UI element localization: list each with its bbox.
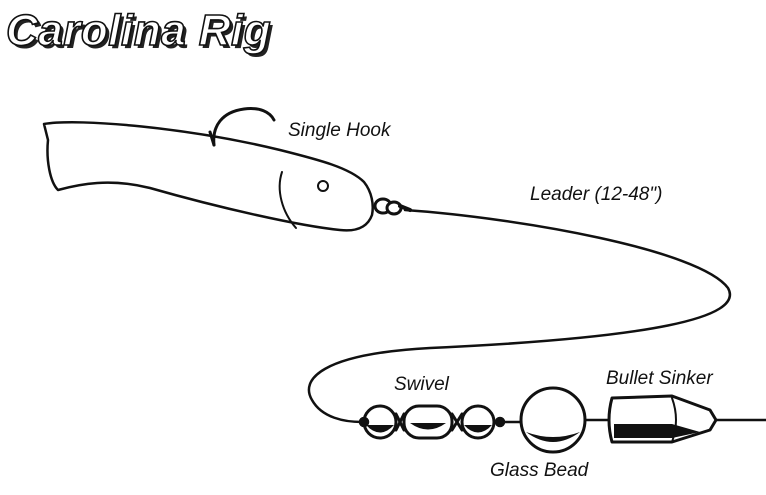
soft-plastic-bait bbox=[42, 121, 374, 232]
swivel-body bbox=[402, 404, 454, 440]
diagram-title: Carolina Rig bbox=[5, 5, 272, 56]
bait-head-outline bbox=[278, 171, 297, 229]
swivel-knot-left bbox=[358, 416, 370, 428]
hook-barb bbox=[208, 130, 216, 147]
swivel-ring-left-shade bbox=[366, 425, 394, 433]
bait-eye bbox=[317, 180, 329, 192]
label-swivel: Swivel bbox=[394, 374, 449, 395]
leader-line bbox=[307, 208, 732, 424]
bullet-sinker-shade bbox=[614, 424, 700, 438]
swivel-twist-left bbox=[394, 412, 406, 432]
single-hook bbox=[212, 107, 276, 147]
label-glass-bead: Glass Bead bbox=[490, 460, 589, 481]
bullet-sinker-seam bbox=[671, 397, 677, 443]
glass-bead-shade bbox=[526, 432, 580, 442]
label-leader: Leader (12-48") bbox=[530, 184, 663, 205]
swivel-twist-right bbox=[450, 412, 464, 432]
glass-bead bbox=[519, 386, 587, 454]
knot-wrap bbox=[398, 204, 412, 212]
swivel-ring-right bbox=[460, 404, 496, 440]
knot-loop bbox=[385, 200, 403, 216]
label-single-hook: Single Hook bbox=[288, 120, 391, 141]
swivel-ring-right-shade bbox=[464, 425, 492, 433]
label-bullet-sinker: Bullet Sinker bbox=[606, 368, 713, 389]
swivel-body-shade bbox=[410, 423, 446, 430]
